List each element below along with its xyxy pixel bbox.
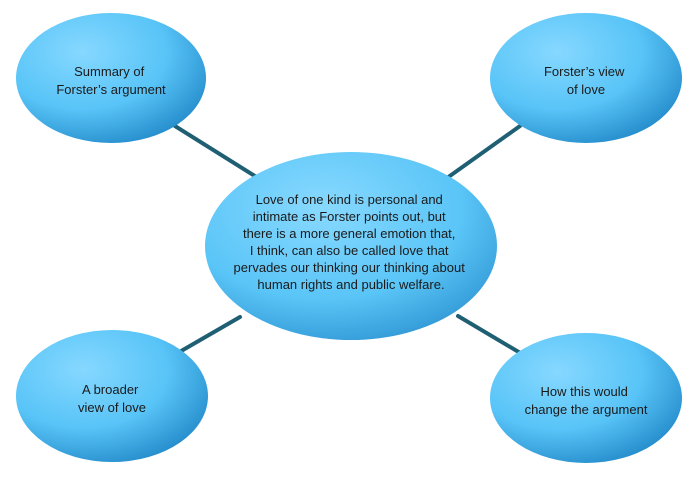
node-center-line-5: pervades our thinking our thinking about [234, 260, 466, 275]
node-center-bubble [205, 152, 497, 340]
node-top-right-bubble [490, 13, 682, 143]
node-top-right: Forster’s view of love [490, 13, 682, 143]
node-center-line-1: Love of one kind is personal and [256, 192, 443, 207]
connector-top-right [445, 124, 522, 180]
connector-bottom-right [456, 314, 524, 356]
node-top-left-bubble [16, 13, 206, 143]
node-bottom-right-bubble [490, 333, 682, 463]
node-top-left: Summary of Forster’s argument [16, 13, 206, 143]
connector-top-left [173, 124, 260, 180]
node-bottom-left-bubble [16, 330, 208, 462]
node-bottom-right-text: How this would change the argument [525, 384, 648, 417]
node-top-right-line-1: Forster’s view [544, 64, 625, 79]
node-top-right-text: Forster’s view of love [544, 64, 628, 97]
node-bottom-right-line-1: How this would [540, 384, 627, 399]
node-center-line-3: there is a more general emotion that, [243, 226, 455, 241]
node-center-text: Love of one kind is personal and intimat… [234, 192, 469, 292]
connector-bottom-left [174, 315, 242, 356]
node-top-right-line-2: of love [567, 82, 605, 97]
node-center-line-2: intimate as Forster points out, but [253, 209, 446, 224]
node-top-left-line-2: Forster’s argument [56, 82, 166, 97]
node-center-line-6: human rights and public welfare. [257, 277, 444, 292]
node-bottom-right-line-2: change the argument [525, 402, 648, 417]
node-bottom-right: How this would change the argument [490, 333, 682, 463]
node-top-left-line-1: Summary of [74, 64, 144, 79]
node-bottom-left-line-2: view of love [78, 400, 146, 415]
node-bottom-left-line-1: A broader [82, 382, 139, 397]
node-center-line-4: I think, can also be called love that [250, 243, 449, 258]
node-center: Love of one kind is personal and intimat… [205, 152, 497, 340]
node-top-left-text: Summary of Forster’s argument [56, 64, 166, 97]
node-bottom-left: A broader view of love [16, 330, 208, 462]
node-bottom-left-text: A broader view of love [78, 382, 146, 415]
